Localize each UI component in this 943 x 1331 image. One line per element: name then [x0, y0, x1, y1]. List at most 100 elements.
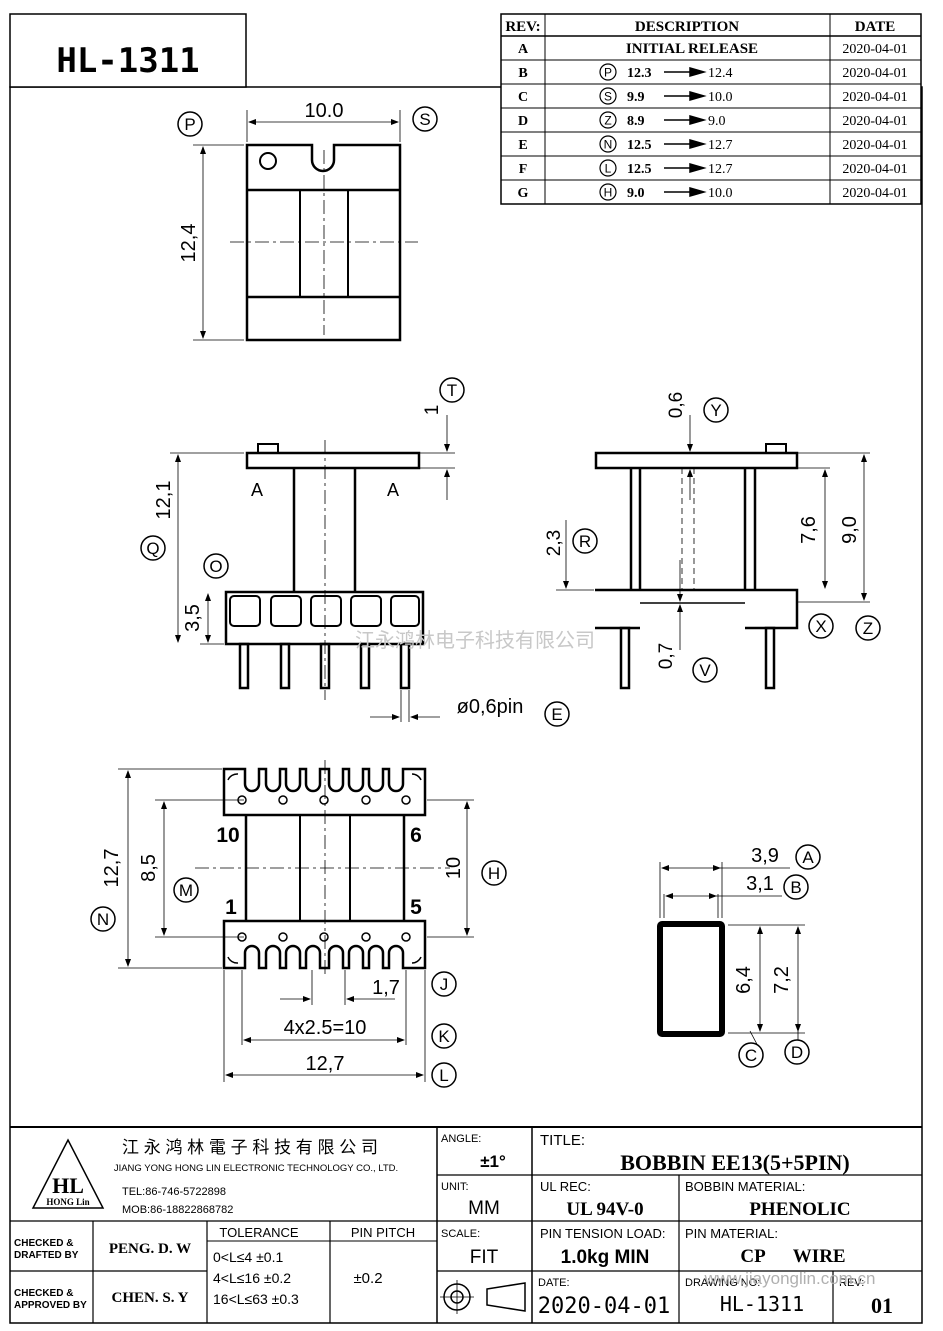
- revision-letter: E: [518, 138, 527, 153]
- sheet-border: [9, 86, 923, 1324]
- revision-symbol-circle: [599, 111, 617, 129]
- revision-date: 2020-04-01: [842, 42, 907, 57]
- dim-height-q: 12,1: [153, 481, 175, 520]
- revision-description: INITIAL RELEASE: [626, 41, 758, 57]
- description-header: DESCRIPTION: [635, 19, 739, 35]
- revision-symbol: L: [605, 162, 612, 176]
- svg-text:V: V: [699, 661, 711, 680]
- core-section-view: [657, 862, 805, 1051]
- revision-to: 9.0: [708, 114, 726, 129]
- revision-arrow-icon: [664, 187, 707, 197]
- balloon-m: M: [173, 877, 199, 903]
- dim-core-a: 3,9: [751, 845, 779, 867]
- dim-pin-span: 12,7: [306, 1053, 345, 1075]
- balloon-n: N: [90, 906, 116, 932]
- rev-label: REV:: [839, 1277, 864, 1289]
- revision-from: 12.5: [627, 138, 652, 153]
- svg-text:P: P: [184, 115, 195, 134]
- revision-from: 9.0: [627, 186, 645, 201]
- balloon-k: K: [431, 1023, 457, 1049]
- balloon-y: Y: [703, 397, 729, 423]
- svg-text:R: R: [579, 532, 591, 551]
- revision-symbol-circle: [599, 87, 617, 105]
- url-watermark: www.jiayonglin.com.cn: [703, 1269, 875, 1288]
- balloon-t: T: [439, 377, 465, 403]
- company-name-cn: 江 永 鸿 林 電 子 科 技 有 限 公 司: [122, 1138, 378, 1157]
- balloon-j: J: [431, 971, 457, 997]
- svg-text:H: H: [488, 864, 500, 883]
- revision-to: 12.4: [708, 66, 733, 81]
- balloon-o: O: [203, 553, 229, 579]
- dim-base-o: 3,5: [182, 604, 204, 632]
- date-value: 2020-04-01: [538, 1294, 670, 1319]
- angle-label: ANGLE:: [441, 1133, 481, 1145]
- part-number: HL-1311: [56, 41, 199, 81]
- pin-material-label: PIN MATERIAL:: [685, 1226, 778, 1241]
- rev-value: 01: [871, 1293, 893, 1318]
- revision-symbol: H: [604, 186, 613, 200]
- svg-text:X: X: [815, 617, 826, 636]
- dim-flange-t: 1: [422, 405, 443, 416]
- section-a-left: A: [251, 480, 263, 500]
- pin-label-5: 5: [410, 896, 422, 919]
- drawing-no-label: DRAWING NO:: [685, 1277, 760, 1289]
- balloon-q: Q: [140, 535, 166, 561]
- dim-pin-dia: ø0,6pin: [457, 696, 524, 718]
- dim-core-d: 7,2: [771, 966, 793, 994]
- part-number-box: HL-1311: [9, 13, 247, 88]
- material-label: BOBBIN MATERIAL:: [685, 1179, 805, 1194]
- revision-symbol-circle: [599, 135, 617, 153]
- pin-label-6: 6: [410, 824, 422, 847]
- scale-value: FIT: [470, 1247, 499, 1268]
- revision-letter: C: [518, 90, 528, 105]
- title-block: [10, 1126, 922, 1323]
- svg-text:Q: Q: [146, 539, 159, 558]
- tolerance-label: TOLERANCE: [219, 1225, 299, 1240]
- revision-date: 2020-04-01: [842, 186, 907, 201]
- revision-symbol: N: [604, 138, 613, 152]
- dim-overall-height: 9,0: [839, 516, 861, 544]
- balloon-v: V: [692, 657, 718, 683]
- balloon-x: X: [808, 613, 834, 639]
- svg-text:Z: Z: [863, 619, 873, 638]
- dim-inner-height: 7,6: [798, 516, 820, 544]
- revision-symbol-circle: [599, 63, 617, 81]
- svg-text:N: N: [97, 910, 109, 929]
- revision-to: 10.0: [708, 186, 733, 201]
- svg-text:J: J: [440, 975, 449, 994]
- balloon-p: P: [177, 111, 203, 137]
- balloon-r: R: [572, 528, 598, 554]
- angle-value: ±1°: [480, 1152, 506, 1171]
- revision-letter: A: [518, 42, 529, 57]
- dim-core-c: 6,4: [733, 966, 755, 994]
- tolerance-row-2: 4<L≤16 ±0.2: [213, 1270, 291, 1286]
- tolerance-row-1: 0<L≤4 ±0.1: [213, 1249, 283, 1265]
- dim-base-v: 0,7: [656, 643, 677, 669]
- date-label: DATE:: [538, 1277, 570, 1289]
- revision-from: 8.9: [627, 114, 645, 129]
- svg-text:M: M: [179, 881, 193, 900]
- revision-to: 10.0: [708, 90, 733, 105]
- title-value: BOBBIN EE13(5+5PIN): [620, 1150, 850, 1175]
- ul-value: UL 94V-0: [566, 1199, 643, 1220]
- balloon-b: B: [783, 874, 809, 900]
- revision-letter: B: [518, 66, 527, 81]
- company-name-en: JIANG YONG HONG LIN ELECTRONIC TECHNOLOG…: [114, 1163, 398, 1174]
- balloon-s: S: [412, 106, 438, 132]
- revision-symbol: P: [604, 66, 612, 80]
- company-mob: MOB:86-18822868782: [122, 1204, 233, 1216]
- balloon-c: C: [738, 1042, 764, 1068]
- watermark-text: 江永鸿林电子科技有限公司: [355, 629, 595, 652]
- revision-row: A 2020-04-01 INITIAL RELEASE: [501, 41, 921, 61]
- logo-sub: HONG Lin: [46, 1197, 89, 1207]
- tension-value: 1.0kg MIN: [561, 1247, 650, 1268]
- company-tel: TEL:86-746-5722898: [122, 1186, 226, 1198]
- svg-text:A: A: [802, 848, 814, 867]
- svg-text:B: B: [790, 878, 801, 897]
